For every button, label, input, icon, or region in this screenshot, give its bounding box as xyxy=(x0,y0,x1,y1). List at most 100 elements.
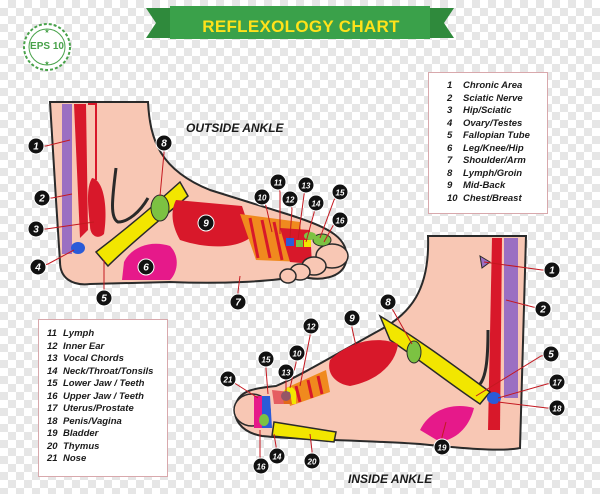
inside-marker-number: 15 xyxy=(262,356,271,365)
inside-marker-number: 16 xyxy=(257,463,266,472)
legend-item: 6 Leg/Knee/Hip xyxy=(447,143,547,156)
inside-marker-circle xyxy=(252,457,270,475)
legend-item-number: 17 xyxy=(47,403,58,414)
legend-item-number: 21 xyxy=(47,453,58,464)
legend-item: 3 Hip/Sciatic xyxy=(447,105,547,118)
legend-item: 1 Chronic Area xyxy=(447,80,547,93)
legend-item-label: Ovary/Testes xyxy=(463,117,523,129)
legend-item-label: Penis/Vagina xyxy=(63,415,122,427)
legend-item-label: Fallopian Tube xyxy=(463,130,530,141)
legend-item-label: Shoulder/Arm xyxy=(463,155,526,166)
inside-ankle-label: INSIDE ANKLE xyxy=(348,472,433,486)
chart-title: REFLEXOLOGY CHART xyxy=(202,17,400,36)
outside-marker-number: 13 xyxy=(302,182,311,191)
inside-marker-number: 10 xyxy=(293,350,302,359)
inside-marker-circle xyxy=(543,261,561,279)
badge-label: EPS 10 xyxy=(30,41,64,52)
outside-marker-number: 4 xyxy=(34,263,41,274)
inside-marker-number: 14 xyxy=(273,453,282,462)
svg-text:★: ★ xyxy=(44,28,49,35)
outside-marker-number: 7 xyxy=(235,298,241,309)
outside-marker-number: 1 xyxy=(33,142,39,153)
outside-marker-circle xyxy=(331,211,349,229)
outside-marker-circle xyxy=(281,190,299,208)
inside-marker-circle xyxy=(302,317,320,335)
outside-marker-number: 16 xyxy=(336,217,345,226)
outside-marker-circle xyxy=(253,188,271,206)
eps-badge: ★ ★ xyxy=(23,23,71,71)
inside-marker-circle xyxy=(343,309,361,327)
outside-marker-number: 12 xyxy=(286,196,295,205)
legend-item-label: Chest/Breast xyxy=(463,192,522,204)
legend-item: 19 Bladder xyxy=(47,428,167,441)
legend-item-number: 4 xyxy=(447,117,453,129)
svg-text:★: ★ xyxy=(44,60,49,67)
legend-item-label: Vocal Chords xyxy=(63,353,124,364)
outside-foot xyxy=(48,101,349,286)
legend-item-number: 19 xyxy=(47,428,58,439)
outside-ovary-zone xyxy=(71,242,85,254)
outside-marker-circle xyxy=(197,214,215,232)
outside-ankle-label: OUTSIDE ANKLE xyxy=(186,121,284,135)
outside-marker-number: 6 xyxy=(143,263,149,274)
outside-marker-number: 2 xyxy=(38,194,45,205)
inside-purple-band xyxy=(504,238,518,398)
legend-item-number: 6 xyxy=(447,142,453,154)
legend-item-label: Hip/Sciatic xyxy=(463,105,512,116)
legend-item-label: Neck/Throat/Tonsils xyxy=(63,365,154,377)
legend-item-label: Bladder xyxy=(63,428,99,439)
outside-marker-number: 10 xyxy=(258,194,267,203)
marker-layer: 1234567891011121314151612589121013152114… xyxy=(27,134,566,475)
legend-item: 10 Chest/Breast xyxy=(447,193,547,206)
inside-marker-circle xyxy=(534,300,552,318)
outside-marker-circle xyxy=(27,220,45,238)
inside-marker-circle xyxy=(277,363,295,381)
legend-item-label: Mid-Back xyxy=(463,180,506,191)
legend-item-number: 15 xyxy=(47,378,58,389)
legend-item-number: 1 xyxy=(447,80,453,91)
legend-item-label: Chronic Area xyxy=(463,80,523,91)
outside-marker-number: 5 xyxy=(101,294,107,305)
inside-marker-circle xyxy=(219,370,237,388)
inside-bladder-zone xyxy=(420,406,474,442)
legend-item-number: 10 xyxy=(447,192,458,204)
inside-marker-circle xyxy=(288,344,306,362)
legend-item-number: 12 xyxy=(47,340,58,352)
legend-item: 9 Mid-Back xyxy=(447,180,547,193)
inside-marker-circle xyxy=(542,345,560,363)
inside-marker-number: 18 xyxy=(553,405,562,414)
inside-midback-zone xyxy=(329,340,398,386)
outside-lymph-zone xyxy=(150,194,170,222)
inside-marker-circle xyxy=(548,399,566,417)
outside-marker-circle xyxy=(29,258,47,276)
outside-purple-band xyxy=(62,104,72,254)
legend-item-label: Lower Jaw / Teeth xyxy=(63,378,145,389)
inside-marker-number: 2 xyxy=(539,305,546,316)
outside-marker-circle xyxy=(229,293,247,311)
legend-item-number: 5 xyxy=(447,130,453,141)
outside-marker-circle xyxy=(137,258,155,276)
legend-item-label: Lymph xyxy=(63,328,95,339)
inside-marker-circle xyxy=(379,293,397,311)
outside-marker-circle xyxy=(27,137,45,155)
outside-marker-circle xyxy=(155,134,173,152)
legend-item-label: Thymus xyxy=(63,440,100,452)
legend-item-label: Leg/Knee/Hip xyxy=(463,142,524,154)
inside-marker-circle xyxy=(257,350,275,368)
legend-item-number: 13 xyxy=(47,353,58,364)
legend-item-number: 9 xyxy=(447,180,453,191)
legend-item-number: 2 xyxy=(447,92,453,104)
inside-marker-number: 12 xyxy=(307,323,316,332)
inside-marker-circle xyxy=(548,373,566,391)
title-banner xyxy=(146,6,454,39)
legend-item-number: 3 xyxy=(447,105,453,116)
inside-marker-number: 13 xyxy=(282,369,291,378)
outside-marker-number: 9 xyxy=(203,219,209,230)
